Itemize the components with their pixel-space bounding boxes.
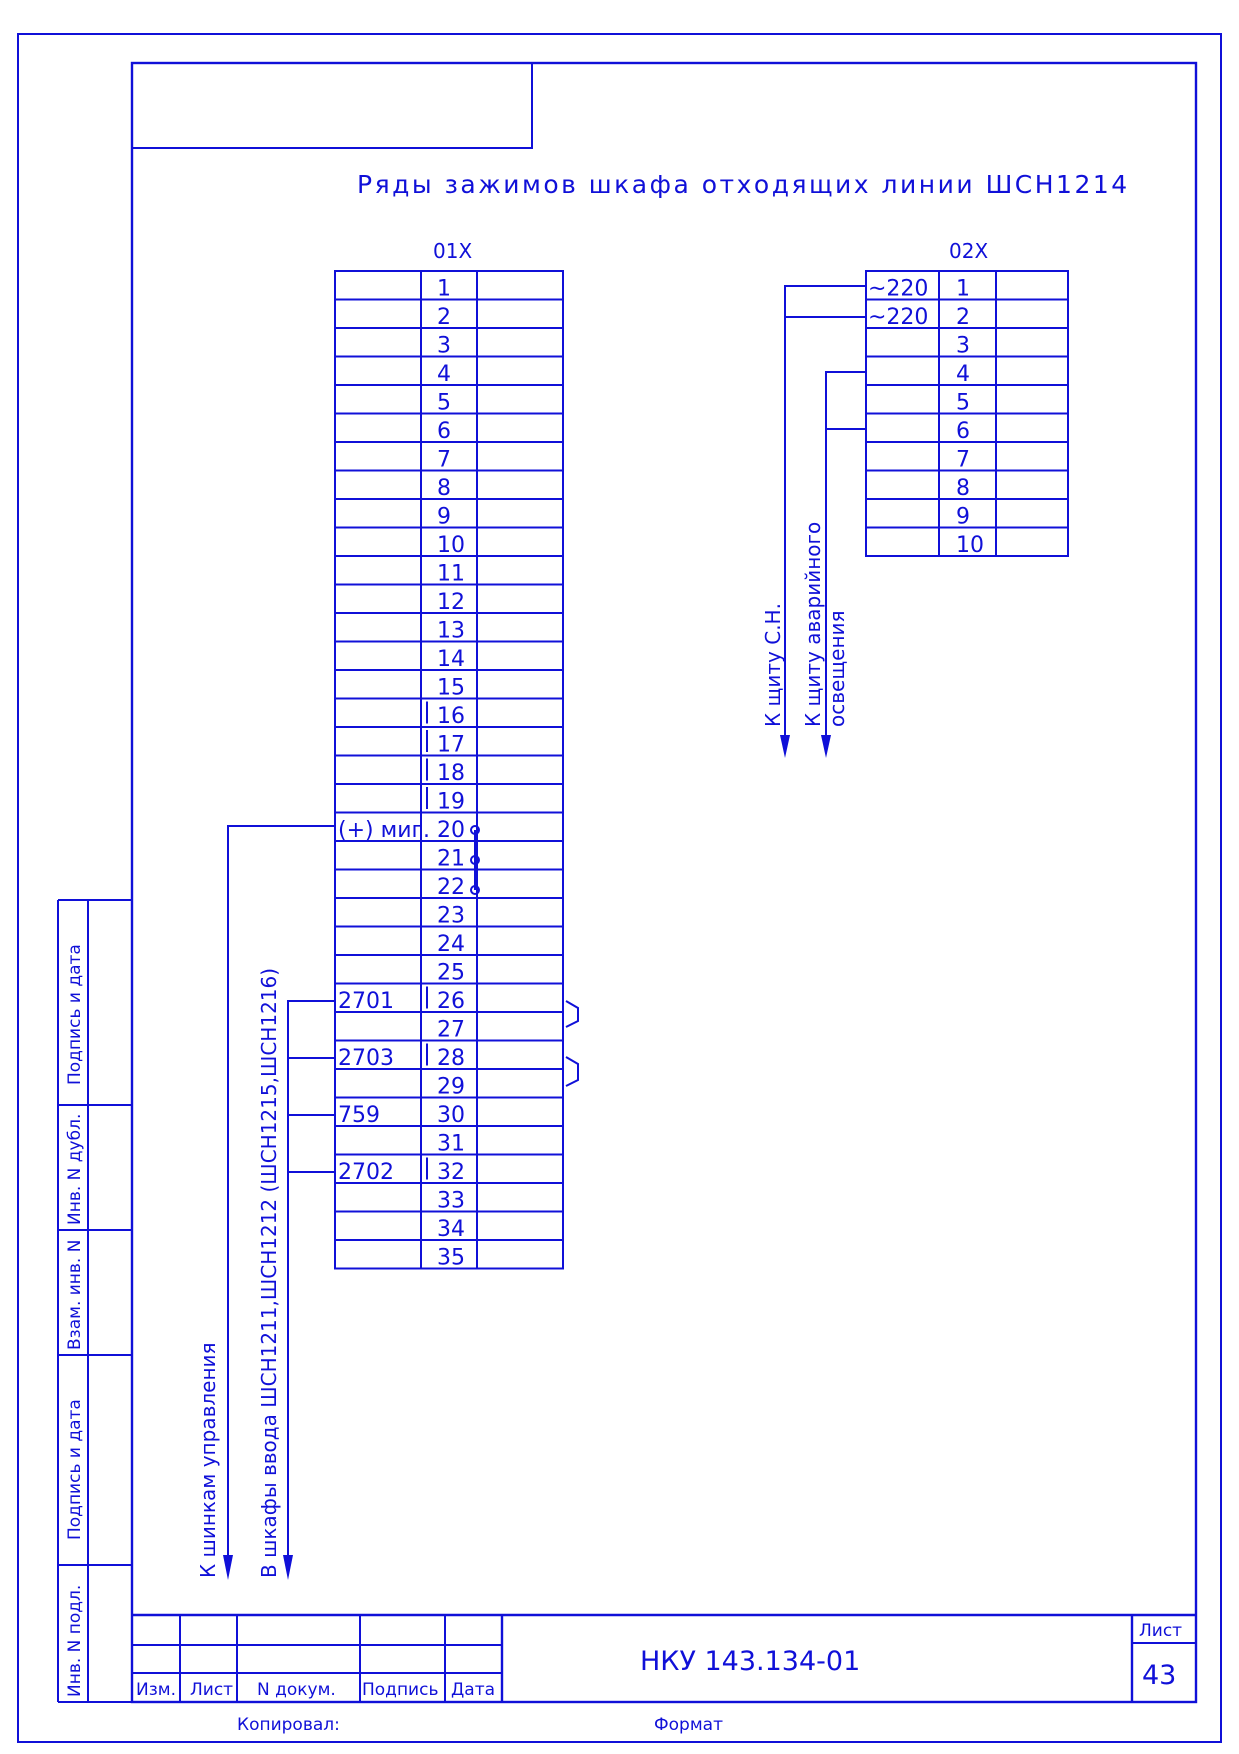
col-signature: Подпись <box>362 1680 438 1700</box>
x01-terminal-22: 22 <box>437 875 465 900</box>
label-to-input-cabinets: В шкафы ввода ШСН1211,ШСН1212 (ШСН1215,Ш… <box>257 968 281 1578</box>
x01-terminal-33: 33 <box>437 1189 465 1214</box>
x02-terminal-4: 4 <box>956 362 970 387</box>
x01-terminal-4: 4 <box>437 362 451 387</box>
wire-to-sn-panel <box>780 285 866 758</box>
side-label-sign-date-1: Подпись и дата <box>65 944 85 1085</box>
x01-terminal-17: 17 <box>437 733 465 758</box>
x01-terminal-32: 32 <box>437 1160 465 1185</box>
sheet-number: 43 <box>1142 1660 1176 1691</box>
x02-terminal-9: 9 <box>956 505 970 530</box>
x01-terminal-14: 14 <box>437 647 465 672</box>
x02-terminal-8: 8 <box>956 476 970 501</box>
col-sheet: Лист <box>190 1680 233 1700</box>
x02-terminal-7: 7 <box>956 448 970 473</box>
bracket-26-27 <box>565 1000 579 1028</box>
side-strip: Подпись и дата Инв. N дубл. Взам. инв. N… <box>57 899 132 1703</box>
label-to-emergency-1: К щиту аварийного <box>801 522 825 727</box>
side-label-dup-inv: Инв. N дубл. <box>65 1114 85 1225</box>
sheet-label: Лист <box>1139 1621 1182 1641</box>
x02-terminal-1: 1 <box>956 277 970 302</box>
x01-terminal-20: 20 <box>437 818 465 843</box>
side-label-orig-inv: Инв. N подл. <box>65 1585 85 1697</box>
block1-name: 01X <box>433 239 472 263</box>
title-block: Изм. Лист N докум. Подпись Дата НКУ 143.… <box>132 1613 1196 1702</box>
wire-to-emergency-panel <box>821 371 866 758</box>
x01-terminal-16: 16 <box>437 704 465 729</box>
label-to-sn-panel: К щиту С.Н. <box>761 603 785 727</box>
side-label-replace-inv: Взам. инв. N <box>65 1240 85 1350</box>
x01-wire-label-32: 2702 <box>338 1160 394 1185</box>
jumper-20-22 <box>470 825 480 895</box>
x02-terminal-3: 3 <box>956 334 970 359</box>
terminal-block-02x: 1 ~220 2 ~220 3 4 5 6 7 8 9 10 <box>865 270 1069 558</box>
x01-terminal-9: 9 <box>437 505 451 530</box>
x01-terminal-11: 11 <box>437 562 465 587</box>
x01-wire-label-20: (+) миг. <box>338 818 430 843</box>
sheet-outer-border <box>17 33 1222 1743</box>
footer-format: Формат <box>654 1715 723 1735</box>
x01-terminal-23: 23 <box>437 904 465 929</box>
x01-terminal-21: 21 <box>437 847 465 872</box>
x01-terminal-5: 5 <box>437 391 451 416</box>
x01-terminal-13: 13 <box>437 619 465 644</box>
x01-terminal-26: 26 <box>437 989 465 1014</box>
x01-terminal-29: 29 <box>437 1075 465 1100</box>
x02-terminal-5: 5 <box>956 391 970 416</box>
x01-terminal-8: 8 <box>437 476 451 501</box>
wire-to-input-cabinets <box>283 1000 335 1580</box>
col-change: Изм. <box>136 1680 176 1700</box>
x02-wire-label-1: ~220 <box>868 277 928 302</box>
drawing-title: Ряды зажимов шкафа отходящих линии ШСН12… <box>357 170 1130 199</box>
x02-wire-label-2: ~220 <box>868 305 928 330</box>
x02-terminal-10: 10 <box>956 533 984 558</box>
drawing-frame <box>130 61 1198 1704</box>
x01-terminal-27: 27 <box>437 1018 465 1043</box>
x01-terminal-1: 1 <box>437 277 451 302</box>
bracket-28-29 <box>565 1056 579 1087</box>
footer-copied: Копировал: <box>237 1715 340 1735</box>
x01-terminal-18: 18 <box>437 761 465 786</box>
side-label-sign-date-2: Подпись и дата <box>65 1399 85 1540</box>
x01-terminal-19: 19 <box>437 790 465 815</box>
x01-terminal-31: 31 <box>437 1132 465 1157</box>
x01-terminal-10: 10 <box>437 533 465 558</box>
x01-terminal-25: 25 <box>437 961 465 986</box>
x01-terminal-15: 15 <box>437 676 465 701</box>
x01-terminal-12: 12 <box>437 590 465 615</box>
x01-wire-label-28: 2703 <box>338 1046 394 1071</box>
x01-terminal-28: 28 <box>437 1046 465 1071</box>
x01-wire-label-26: 2701 <box>338 989 394 1014</box>
top-stamp-box <box>132 63 533 149</box>
x01-terminal-24: 24 <box>437 932 465 957</box>
col-doc-number: N докум. <box>257 1680 336 1700</box>
wire-to-bus <box>223 825 335 1580</box>
x01-terminal-30: 30 <box>437 1103 465 1128</box>
x01-frame <box>334 270 564 1270</box>
label-to-bus: К шинкам управления <box>196 1342 220 1578</box>
x01-wire-label-30: 759 <box>338 1103 380 1128</box>
x01-terminal-34: 34 <box>437 1217 465 1242</box>
label-to-emergency-2: освещения <box>825 610 849 727</box>
x01-terminal-35: 35 <box>437 1246 465 1271</box>
x01-terminal-2: 2 <box>437 305 451 330</box>
col-date: Дата <box>451 1680 495 1700</box>
x01-terminal-7: 7 <box>437 448 451 473</box>
x01-terminal-3: 3 <box>437 334 451 359</box>
block2-name: 02X <box>949 239 988 263</box>
x02-terminal-2: 2 <box>956 305 970 330</box>
document-number: НКУ 143.134-01 <box>640 1646 860 1677</box>
x01-terminal-6: 6 <box>437 419 451 444</box>
x02-terminal-6: 6 <box>956 419 970 444</box>
